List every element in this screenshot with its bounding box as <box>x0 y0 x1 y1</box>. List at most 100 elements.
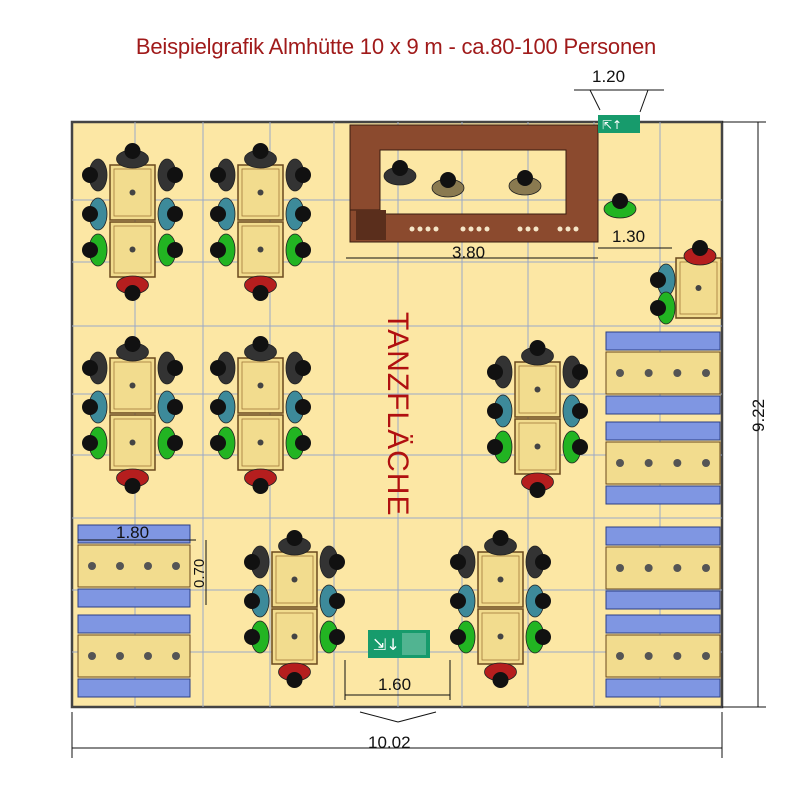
person-icon <box>82 197 108 231</box>
person-icon <box>562 355 588 389</box>
person-icon <box>319 545 345 579</box>
person-icon <box>562 430 588 464</box>
person-icon <box>157 158 183 192</box>
person-icon <box>244 584 270 618</box>
person-icon <box>525 620 551 654</box>
emergency-exit-sign-top: ⇱↑ <box>598 115 640 133</box>
plan-title: Beispielgrafik Almhütte 10 x 9 m - ca.80… <box>135 34 657 59</box>
svg-text:⇱↑: ⇱↑ <box>602 118 622 132</box>
table-icon <box>109 221 156 278</box>
table-icon <box>514 361 561 418</box>
person-icon <box>484 662 517 688</box>
bench-icon <box>605 614 721 698</box>
person-icon <box>278 662 311 688</box>
table-icon <box>109 414 156 471</box>
person-icon <box>683 240 717 266</box>
dimension-lines <box>71 89 766 758</box>
dance-floor-label: TANZFLÄCHE <box>381 312 414 516</box>
table-icon <box>109 357 156 414</box>
dim-bench-length: 1.80 <box>116 523 149 542</box>
bench-layer <box>77 331 721 698</box>
person-icon <box>603 193 637 219</box>
person-icon <box>484 530 517 556</box>
dim-bar-length: 3.80 <box>452 243 485 262</box>
dim-exit-top: 1.20 <box>592 67 625 86</box>
person-icon <box>508 170 542 196</box>
person-icon <box>210 426 236 460</box>
bench-icon <box>77 614 191 698</box>
person-icon <box>431 172 465 198</box>
person-icon <box>562 394 588 428</box>
table-icon <box>675 257 722 319</box>
person-icon <box>244 275 277 301</box>
dim-bench-depth: 0.70 <box>191 559 208 588</box>
person-icon <box>487 394 513 428</box>
tables-layer <box>109 164 722 665</box>
person-icon <box>244 620 270 654</box>
table-icon <box>237 357 284 414</box>
person-icon <box>285 197 311 231</box>
person-icon <box>285 233 311 267</box>
person-icon <box>650 263 676 297</box>
person-icon <box>157 197 183 231</box>
person-icon <box>278 530 311 556</box>
person-icon <box>525 584 551 618</box>
dim-total-width: 10.02 <box>368 733 411 752</box>
person-icon <box>244 336 277 362</box>
person-icon <box>210 197 236 231</box>
person-icon <box>525 545 551 579</box>
person-icon <box>82 233 108 267</box>
emergency-exit-sign-bottom: ⇲↓ <box>368 630 430 658</box>
table-icon <box>237 221 284 278</box>
bar-counter <box>349 124 599 243</box>
person-icon <box>210 390 236 424</box>
table-icon <box>514 418 561 475</box>
person-icon <box>285 351 311 385</box>
table-icon <box>109 164 156 221</box>
table-icon <box>271 608 318 665</box>
table-icon <box>271 551 318 608</box>
person-icon <box>244 468 277 494</box>
person-icon <box>210 351 236 385</box>
person-icon <box>244 545 270 579</box>
person-icon <box>116 143 149 169</box>
person-icon <box>116 468 149 494</box>
svg-text:⇲↓: ⇲↓ <box>373 635 400 654</box>
person-icon <box>210 233 236 267</box>
person-icon <box>116 275 149 301</box>
table-icon <box>477 551 524 608</box>
person-icon <box>157 351 183 385</box>
person-icon <box>319 620 345 654</box>
person-icon <box>116 336 149 362</box>
person-icon <box>244 143 277 169</box>
table-icon <box>237 414 284 471</box>
person-icon <box>210 158 236 192</box>
person-icon <box>487 430 513 464</box>
bench-icon <box>605 526 721 610</box>
person-icon <box>450 545 476 579</box>
person-icon <box>157 426 183 460</box>
dimension-labels: 10.02 9.22 1.20 3.80 1.30 1.80 0.70 1.60 <box>116 67 768 752</box>
bench-icon <box>605 421 721 505</box>
person-icon <box>521 340 554 366</box>
people-layer <box>82 143 717 688</box>
dim-total-depth: 9.22 <box>749 399 768 432</box>
person-icon <box>285 426 311 460</box>
person-icon <box>157 390 183 424</box>
person-icon <box>82 426 108 460</box>
bench-icon <box>77 524 191 608</box>
person-icon <box>383 160 417 186</box>
table-icon <box>477 608 524 665</box>
person-icon <box>521 472 554 498</box>
person-icon <box>82 158 108 192</box>
person-icon <box>650 291 676 325</box>
bench-icon <box>605 331 721 415</box>
table-icon <box>237 164 284 221</box>
dim-exit-bottom: 1.60 <box>378 675 411 694</box>
person-icon <box>82 351 108 385</box>
person-icon <box>487 355 513 389</box>
person-icon <box>285 158 311 192</box>
person-icon <box>319 584 345 618</box>
person-icon <box>450 584 476 618</box>
